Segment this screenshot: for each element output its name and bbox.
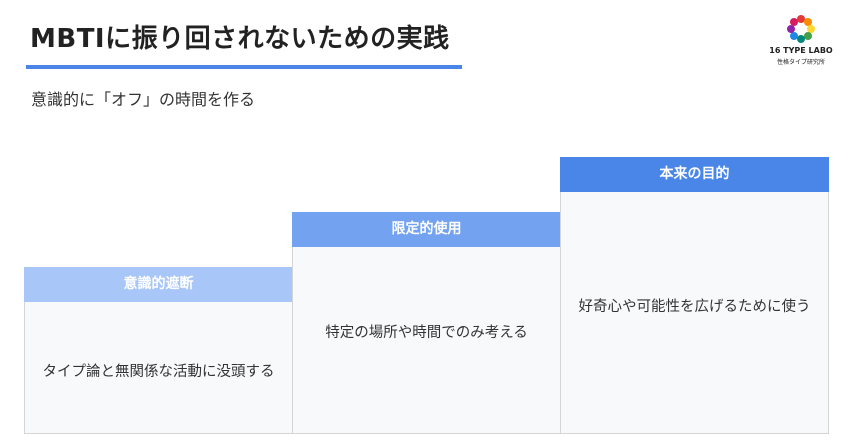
step-body: 特定の場所や時間でのみ考える (325, 324, 528, 341)
logo-wordmark: 16 TYPE LABO (769, 46, 833, 55)
flower-logo-icon (787, 15, 815, 43)
page-title: MBTIに振り回されないための実践 (30, 24, 450, 54)
step-header: 意識的遮断 (24, 267, 293, 302)
page-subtitle: 意識的に「オフ」の時間を作る (31, 90, 256, 109)
step-card-conscious-blocking: 意識的遮断 タイプ論と無関係な活動に没頭する (24, 267, 293, 434)
step-header: 限定的使用 (292, 212, 561, 247)
step-body: 好奇心や可能性を広げるために使う (578, 299, 811, 315)
step-header: 本来の目的 (560, 157, 829, 192)
step-card-limited-use: 限定的使用 特定の場所や時間でのみ考える (292, 212, 561, 434)
brand-logo: 16 TYPE LABO 性格タイプ研究所 (766, 13, 836, 73)
step-body: タイプ論と無関係な活動に没頭する (42, 364, 275, 380)
title-underline (26, 65, 462, 69)
logo-tagline: 性格タイプ研究所 (776, 59, 825, 66)
step-card-original-purpose: 本来の目的 好奇心や可能性を広げるために使う (560, 157, 829, 434)
